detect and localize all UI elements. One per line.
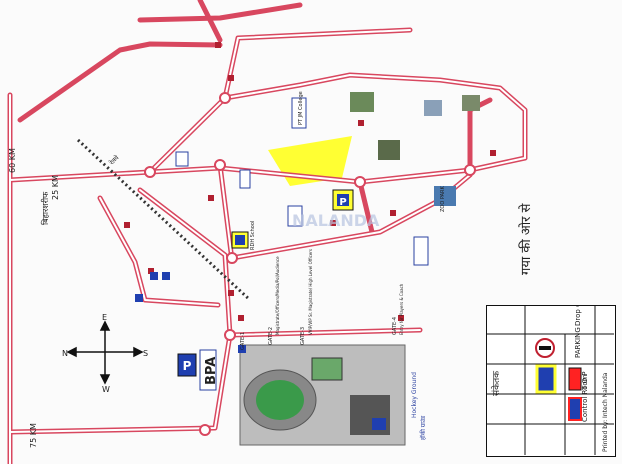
compass-w: W — [102, 385, 110, 394]
legend-panel: संकेतक Drop Gate PARKING T O P Control R… — [486, 305, 616, 457]
legend-parking-icon — [535, 364, 557, 394]
legend-label-top: T O P — [581, 372, 589, 391]
drop-gate-markers — [124, 42, 496, 321]
roundabouts — [144, 92, 476, 436]
railway-label: रेलवे — [107, 153, 121, 167]
watermark: NALANDA — [292, 211, 380, 230]
stadium-complex — [239, 344, 406, 446]
label-biharsharif: बिहारशरीफ — [40, 191, 50, 225]
hockey-ground-label: Hockey Ground — [411, 372, 418, 418]
legend-control-room-swatch — [568, 397, 582, 421]
hockey-hindi-label: हॉकी ग्राउंड — [419, 415, 427, 440]
distance-60km: 60 KM — [8, 148, 17, 173]
road-east-loop — [222, 72, 528, 161]
compass-s: S — [143, 349, 148, 358]
label-boxes — [175, 97, 429, 391]
legend-printed-by: Printed by: Intech Nalanda — [602, 372, 609, 452]
road-topleft — [137, 2, 303, 23]
road-west-inner — [137, 187, 233, 338]
gate-3-note: VVIP/VIP Sr. Magistrate/ High Level Offi… — [308, 249, 313, 335]
zoo-park-label: ZOO PARK — [440, 186, 446, 212]
legend-svg: संकेतक Drop Gate PARKING T O P Control R… — [487, 306, 614, 455]
gate-2-label: GATE-2 — [268, 327, 274, 345]
gate-4-note: Entry for Players & Coach — [399, 283, 404, 335]
compass — [66, 320, 144, 385]
road-main-horizontal — [7, 155, 528, 185]
gate-1-label: GATE-1 — [240, 332, 246, 350]
legend-top-swatch — [568, 367, 582, 391]
gate-4-label: GATE-4 — [392, 317, 398, 335]
legend-drop-gate-icon — [535, 338, 555, 358]
road-cross — [357, 179, 375, 235]
road-sw — [97, 195, 221, 308]
road-bottom — [7, 332, 233, 435]
railway-line — [76, 138, 252, 302]
distance-25km: 25 KM — [51, 175, 60, 200]
compass-e: E — [102, 313, 107, 322]
gaya-direction-label: गया की ओर से — [518, 203, 534, 275]
road-nw — [17, 41, 223, 123]
bpa-label: BPA — [204, 357, 219, 385]
distance-75km: 75 KM — [29, 423, 38, 448]
gate-2-note: Magistrate/Officers/Media/Pol/Audience — [275, 256, 280, 335]
rdh-school-label: RDH School — [250, 221, 256, 250]
landmark-photos — [350, 92, 480, 206]
parking-icons — [135, 189, 354, 377]
parking-glyph-main: P — [339, 197, 346, 208]
gate-3-label: GATE-3 — [300, 327, 306, 345]
legend-label-drop-gate: Drop Gate — [574, 306, 582, 326]
compass-n: N — [62, 349, 68, 358]
legend-label-control-room: Control Room — [581, 374, 589, 422]
pt-college-label: PT JM College — [298, 91, 304, 125]
parking-glyph-bpa: P — [183, 359, 192, 373]
legend-label-parking: PARKING — [574, 327, 582, 358]
legend-title: संकेतक — [490, 370, 502, 396]
